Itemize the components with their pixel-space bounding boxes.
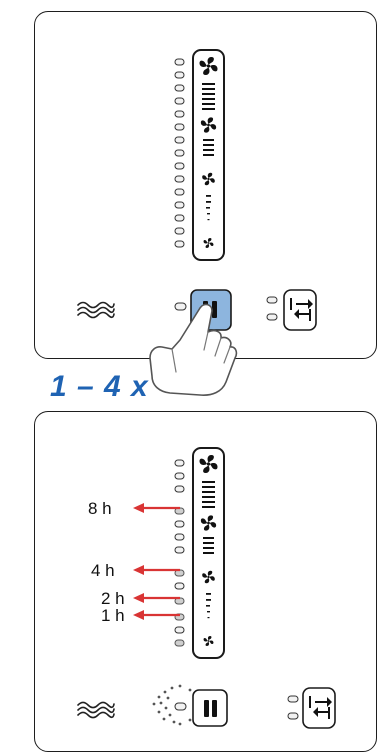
pause-indicator-led [174,702,187,711]
fan-speed-bar-bottom[interactable] [192,447,225,659]
oscillation-indicator-leds [287,695,299,720]
heat-wave-icon[interactable] [77,301,115,319]
pause-indicator-led [174,302,187,311]
fan-speed-bar[interactable] [192,49,225,261]
fan-icon-tiny [203,238,214,248]
fan-icon-tiny [203,636,214,646]
timer-indicator-leds [174,459,185,647]
timer-label-8h: 8 h [88,499,112,518]
fan-icon-medium [200,117,217,133]
speed-indicator-leds [174,58,185,248]
fan-icon-medium [200,515,217,531]
oscillation-indicator-leds [266,296,278,321]
blink-spray-icon [152,684,192,726]
oscillation-button[interactable] [302,687,336,729]
press-count-label: 1 – 4 x [50,370,149,403]
red-arrow-icon [133,503,180,620]
fan-icon-large [199,455,218,473]
fan-icon-large [199,57,218,75]
fan-icon-small [202,172,215,186]
timer-label-4h: 4 h [91,561,115,580]
pause-button[interactable] [192,689,228,727]
oscillation-button[interactable] [283,289,317,331]
timer-label-2h: 2 h [101,589,125,608]
heat-wave-icon[interactable] [77,701,115,719]
timer-label-1h: 1 h [101,606,125,625]
fan-icon-small [202,570,215,584]
pointing-hand-icon [149,303,238,396]
